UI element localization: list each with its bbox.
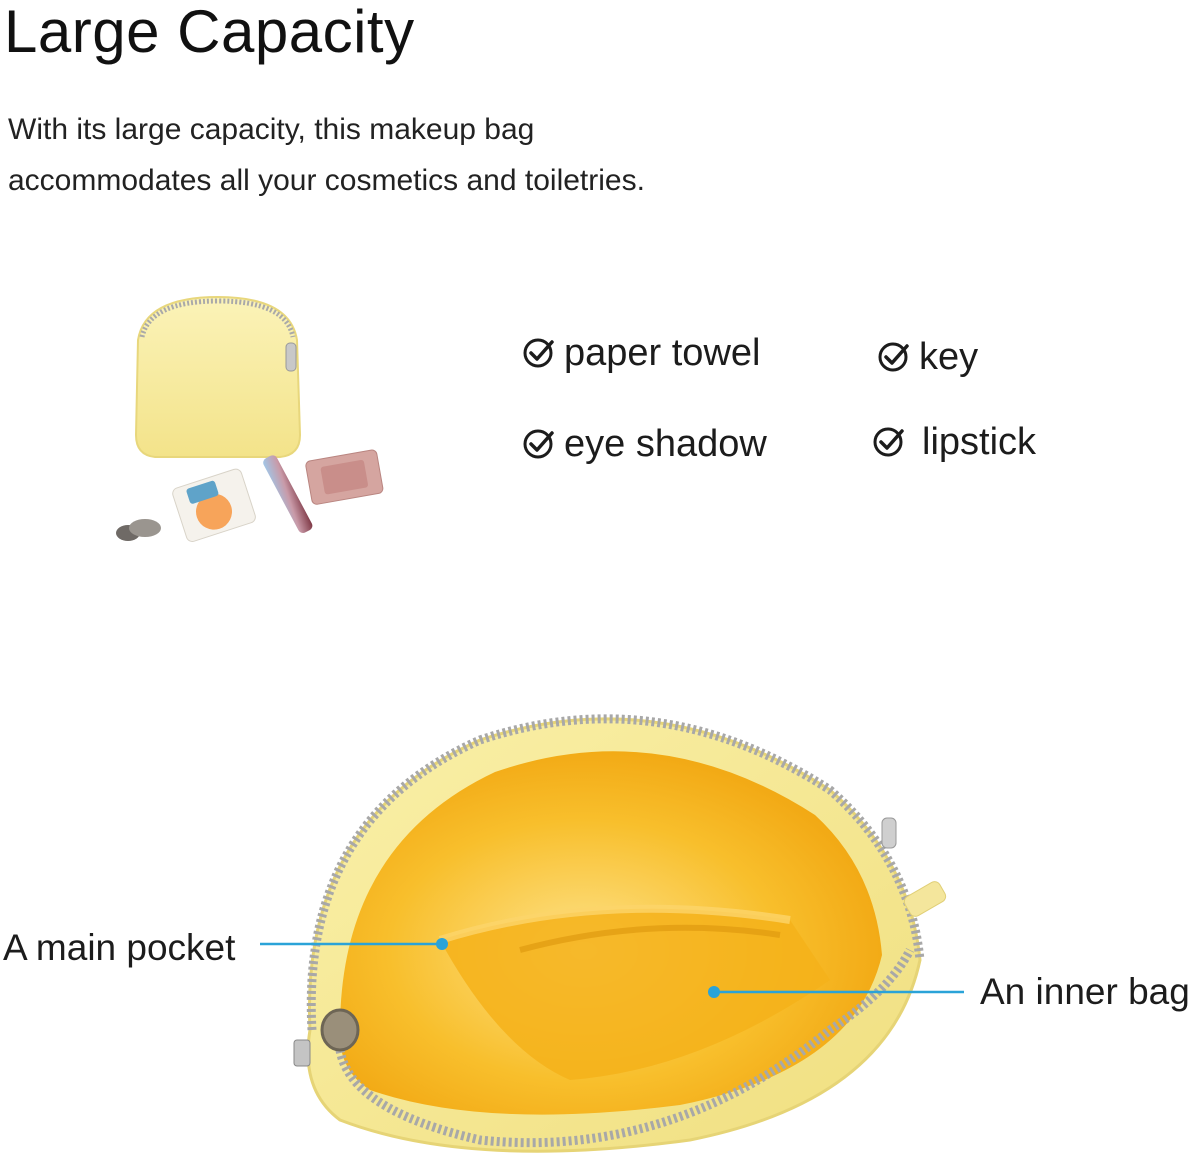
checklist-item-label: paper towel — [564, 332, 761, 374]
description: With its large capacity, this makeup bag… — [8, 104, 768, 206]
open-pouch-image — [293, 714, 947, 1153]
check-circle-icon — [523, 429, 554, 459]
checklist-item-eye-shadow: eye shadow — [522, 421, 767, 467]
pouch-with-items-image — [116, 295, 384, 543]
check-circle-icon — [878, 342, 909, 372]
checklist-item-paper-towel: paper towel — [522, 330, 760, 376]
callout-inner-bag: An inner bag — [980, 971, 1190, 1012]
checklist-item-label: lipstick — [922, 421, 1037, 463]
checklist-item-lipstick: lipstick — [872, 419, 1036, 465]
check-circle-icon — [873, 427, 904, 457]
checklist-item-label: eye shadow — [564, 423, 767, 465]
page-title: Large Capacity — [4, 0, 415, 65]
description-line-2: accommodates all your cosmetics and toil… — [8, 164, 645, 197]
checklist-item-key: key — [877, 334, 978, 380]
check-circle-icon — [523, 338, 554, 368]
callout-main-pocket: A main pocket — [3, 927, 236, 968]
checklist-item-label: key — [919, 336, 979, 378]
description-line-1: With its large capacity, this makeup bag — [8, 113, 535, 146]
